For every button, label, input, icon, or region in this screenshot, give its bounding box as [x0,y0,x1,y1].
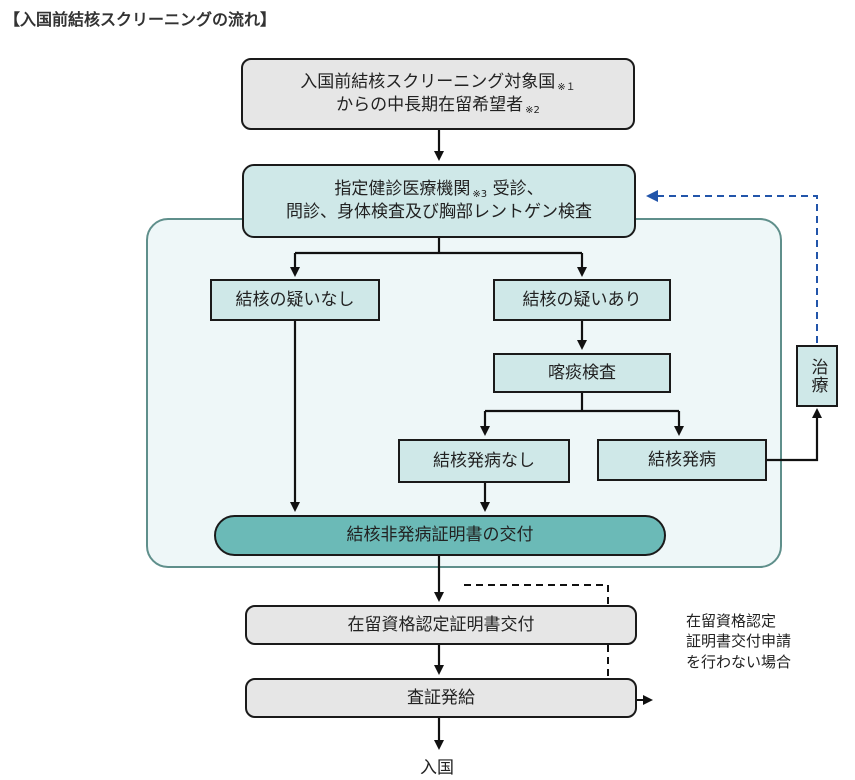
no-disease-node: 結核発病なし [398,439,570,483]
entry-label: 入国 [420,758,454,778]
sputum-test-node: 喀痰検査 [493,353,671,393]
suspicion-node: 結核の疑いあり [493,279,671,321]
treatment-feedback-arrow [646,190,818,343]
skip-condition-note: 在留資格認定 証明書交付申請 を行わない場合 [686,612,792,671]
disease-node: 結核発病 [597,439,767,481]
no-suspicion-node: 結核の疑いなし [210,279,380,321]
coe-issue-node: 在留資格認定証明書交付 [245,605,637,645]
screening-area [146,218,782,568]
diagram-title: 【入国前結核スクリーニングの流れ】 [4,10,277,29]
exam-node: 指定健診医療機関※3 受診、 問診、身体検査及び胸部レントゲン検査 [242,164,636,238]
treatment-node: 治療 [796,345,838,407]
start-node: 入国前結核スクリーニング対象国※１ からの中長期在留希望者※2 [241,58,635,130]
arrow-disease-to-treatment [767,408,822,462]
visa-issue-node: 査証発給 [245,678,637,718]
certificate-node: 結核非発病証明書の交付 [214,515,666,556]
